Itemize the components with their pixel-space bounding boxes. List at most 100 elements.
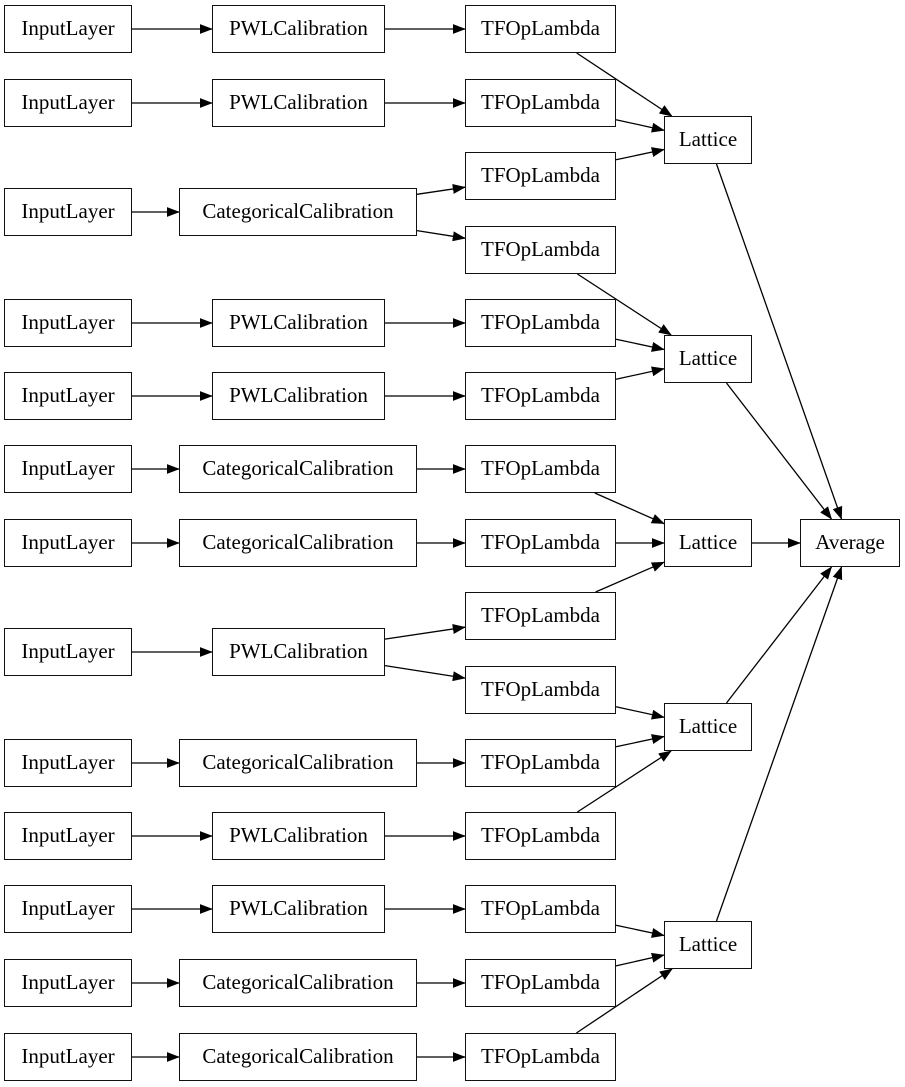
node-label: InputLayer xyxy=(21,749,115,774)
node-label: InputLayer xyxy=(21,455,115,480)
edge-t6-l3 xyxy=(594,492,665,525)
node-label: Lattice xyxy=(678,931,738,956)
node-label: TFOpLambda xyxy=(481,1043,600,1068)
node-label: InputLayer xyxy=(21,1043,115,1068)
node-pwlcalibration: PWLCalibration xyxy=(212,299,385,347)
node-label: Lattice xyxy=(678,126,738,151)
node-inputlayer: InputLayer xyxy=(4,79,132,127)
node-tfoplambda: TFOpLambda xyxy=(465,299,616,347)
edge-t3a-l1 xyxy=(615,147,665,161)
node-pwlcalibration: PWLCalibration xyxy=(212,5,385,53)
node-label: TFOpLambda xyxy=(481,455,600,480)
node-label: Lattice xyxy=(678,345,738,370)
node-label: InputLayer xyxy=(21,638,115,663)
node-label: CategoricalCalibration xyxy=(202,1043,394,1068)
node-tfoplambda: TFOpLambda xyxy=(465,666,616,714)
edge-t1-l1 xyxy=(576,52,673,117)
node-label: InputLayer xyxy=(21,15,115,40)
node-label: PWLCalibration xyxy=(229,638,368,663)
node-label: TFOpLambda xyxy=(481,382,600,407)
edge-p8-t8a xyxy=(384,624,466,640)
node-categoricalcalibration: CategoricalCalibration xyxy=(179,1033,417,1081)
node-tfoplambda: TFOpLambda xyxy=(465,226,616,274)
edge-l2-avg xyxy=(725,382,833,520)
node-label: PWLCalibration xyxy=(229,822,368,847)
node-label: InputLayer xyxy=(21,382,115,407)
node-tfoplambda: TFOpLambda xyxy=(465,79,616,127)
node-pwlcalibration: PWLCalibration xyxy=(212,372,385,420)
node-inputlayer: InputLayer xyxy=(4,445,132,493)
edge-t3b-l2 xyxy=(577,273,672,336)
node-label: TFOpLambda xyxy=(481,236,600,261)
node-inputlayer: InputLayer xyxy=(4,812,132,860)
edge-t2-l1 xyxy=(615,119,665,133)
edge-t8a-l3 xyxy=(595,561,665,593)
node-inputlayer: InputLayer xyxy=(4,885,132,933)
node-label: Lattice xyxy=(678,529,738,554)
node-inputlayer: InputLayer xyxy=(4,5,132,53)
node-label: TFOpLambda xyxy=(481,969,600,994)
node-inputlayer: InputLayer xyxy=(4,959,132,1007)
node-inputlayer: InputLayer xyxy=(4,519,132,567)
edge-t13-l5 xyxy=(576,968,673,1034)
edge-t8b-l4 xyxy=(615,706,665,720)
node-inputlayer: InputLayer xyxy=(4,299,132,347)
node-label: TFOpLambda xyxy=(481,602,600,627)
edge-l1-avg xyxy=(715,163,843,520)
node-label: InputLayer xyxy=(21,822,115,847)
node-label: InputLayer xyxy=(21,198,115,223)
node-label: TFOpLambda xyxy=(481,162,600,187)
edge-c3-t3a xyxy=(416,184,466,195)
node-tfoplambda: TFOpLambda xyxy=(465,152,616,200)
node-lattice: Lattice xyxy=(664,703,752,751)
node-average: Average xyxy=(800,519,900,567)
node-pwlcalibration: PWLCalibration xyxy=(212,885,385,933)
node-label: TFOpLambda xyxy=(481,309,600,334)
node-inputlayer: InputLayer xyxy=(4,188,132,236)
node-label: Lattice xyxy=(678,713,738,738)
node-label: PWLCalibration xyxy=(229,895,368,920)
edge-group xyxy=(132,24,843,1062)
node-lattice: Lattice xyxy=(664,921,752,969)
edge-t12-l5 xyxy=(615,952,665,967)
node-label: CategoricalCalibration xyxy=(202,969,394,994)
edge-t11-l5 xyxy=(615,924,665,938)
edge-l5-avg xyxy=(715,566,843,922)
node-label: TFOpLambda xyxy=(481,822,600,847)
edge-t10-l4 xyxy=(577,750,672,813)
node-label: InputLayer xyxy=(21,309,115,334)
node-label: TFOpLambda xyxy=(481,749,600,774)
node-label: TFOpLambda xyxy=(481,15,600,40)
node-label: TFOpLambda xyxy=(481,895,600,920)
node-tfoplambda: TFOpLambda xyxy=(465,885,616,933)
node-tfoplambda: TFOpLambda xyxy=(465,372,616,420)
node-pwlcalibration: PWLCalibration xyxy=(212,79,385,127)
edge-t5-l2 xyxy=(615,366,665,380)
node-tfoplambda: TFOpLambda xyxy=(465,592,616,640)
node-label: TFOpLambda xyxy=(481,529,600,554)
edge-t4-l2 xyxy=(615,338,665,352)
node-label: InputLayer xyxy=(21,895,115,920)
node-tfoplambda: TFOpLambda xyxy=(465,5,616,53)
node-label: PWLCalibration xyxy=(229,15,368,40)
node-label: InputLayer xyxy=(21,969,115,994)
node-inputlayer: InputLayer xyxy=(4,628,132,676)
node-label: CategoricalCalibration xyxy=(202,749,394,774)
node-pwlcalibration: PWLCalibration xyxy=(212,812,385,860)
node-label: InputLayer xyxy=(21,529,115,554)
node-label: TFOpLambda xyxy=(481,89,600,114)
node-label: CategoricalCalibration xyxy=(202,529,394,554)
node-lattice: Lattice xyxy=(664,519,752,567)
node-label: PWLCalibration xyxy=(229,309,368,334)
edge-c3-t3b xyxy=(416,229,466,242)
node-label: TFOpLambda xyxy=(481,676,600,701)
node-lattice: Lattice xyxy=(664,335,752,383)
node-categoricalcalibration: CategoricalCalibration xyxy=(179,445,417,493)
edge-p8-t8b xyxy=(384,664,466,682)
node-label: CategoricalCalibration xyxy=(202,198,394,223)
node-inputlayer: InputLayer xyxy=(4,372,132,420)
edge-t9-l4 xyxy=(615,734,665,748)
